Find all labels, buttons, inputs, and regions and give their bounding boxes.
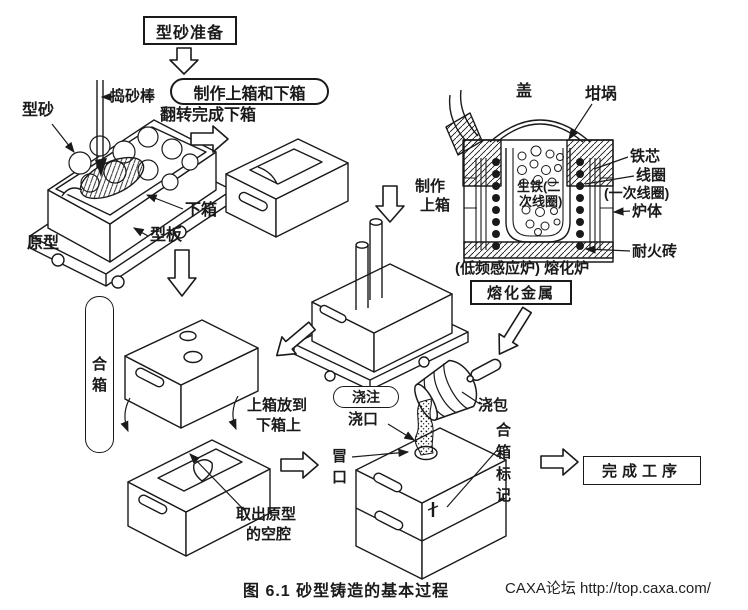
label-primary-coil: (一次线圈) <box>604 185 670 201</box>
step-pouring: 浇注 <box>333 386 399 408</box>
label-ladle: 浇包 <box>478 397 509 414</box>
arrow-diag-melt <box>498 306 533 355</box>
label-pattern-plate: 型板 <box>150 227 183 244</box>
label-pig-iron-1: 生铁(二 <box>517 179 561 194</box>
label-make-upper-1: 制作 <box>415 178 446 195</box>
arrow-right-pour <box>280 451 319 479</box>
label-place-upper-2: 下箱上 <box>256 417 302 434</box>
label-lower-flask: 下箱 <box>185 202 218 219</box>
arrow-down-prepare <box>169 47 199 75</box>
label-flip-complete: 翻转完成下箱 <box>160 107 257 124</box>
leader-lines <box>51 92 635 513</box>
label-make-upper-2: 上箱 <box>420 197 451 214</box>
figure-caption: 图 6.1 砂型铸造的基本过程 <box>243 583 450 600</box>
arrow-right-flip <box>190 125 229 153</box>
arrow-right-finish <box>540 448 579 476</box>
stacked-flasks-drawing <box>355 427 507 580</box>
arrow-down-make-upper <box>375 185 405 223</box>
label-place-upper-1: 上箱放到 <box>247 397 308 414</box>
label-riser: 冒口 <box>331 448 347 486</box>
label-furnace-body: 炉体 <box>632 203 663 220</box>
label-prototype: 原型 <box>27 235 60 252</box>
step-melt-metal: 熔化金属 <box>470 280 572 305</box>
arrow-diag-to-assemble <box>275 321 317 357</box>
label-pig-iron-2: 次线圈) <box>519 194 563 209</box>
label-crucible: 坩埚 <box>585 86 618 103</box>
label-firebrick: 耐火砖 <box>632 243 678 260</box>
label-coil: 线圈 <box>636 167 667 184</box>
step-assemble: 合箱 <box>85 296 114 453</box>
step-make-flasks: 制作上箱和下箱 <box>170 78 329 105</box>
lower-flask-drawing <box>225 138 349 238</box>
label-sprue: 浇口 <box>348 411 379 428</box>
label-ramming-rod: 捣砂棒 <box>110 88 156 105</box>
assemble-upper-flask-drawing <box>124 319 259 429</box>
upper-flask-drawing <box>293 218 469 391</box>
label-flask-mark: 合箱标记 <box>495 422 511 505</box>
step-prepare-sand: 型砂准备 <box>143 16 237 45</box>
label-furnace-lid: 盖 <box>516 83 533 100</box>
flow-arrows <box>167 47 579 479</box>
watermark-credit: CAXA论坛 http://top.caxa.com/ <box>505 580 711 597</box>
label-furnace-type: (低频感应炉) 熔化炉 <box>455 260 590 277</box>
label-molding-sand: 型砂 <box>22 102 55 119</box>
label-iron-core: 铁芯 <box>630 148 661 165</box>
arrow-down-assemble <box>167 249 197 297</box>
induction-furnace-drawing <box>445 89 614 263</box>
ram-sand-flask-drawing <box>29 80 233 289</box>
label-cavity-1: 取出原型 <box>236 506 297 523</box>
label-cavity-2: 的空腔 <box>246 526 292 543</box>
step-finish: 完成工序 <box>583 456 701 485</box>
pouring-ladle-drawing <box>414 358 502 456</box>
